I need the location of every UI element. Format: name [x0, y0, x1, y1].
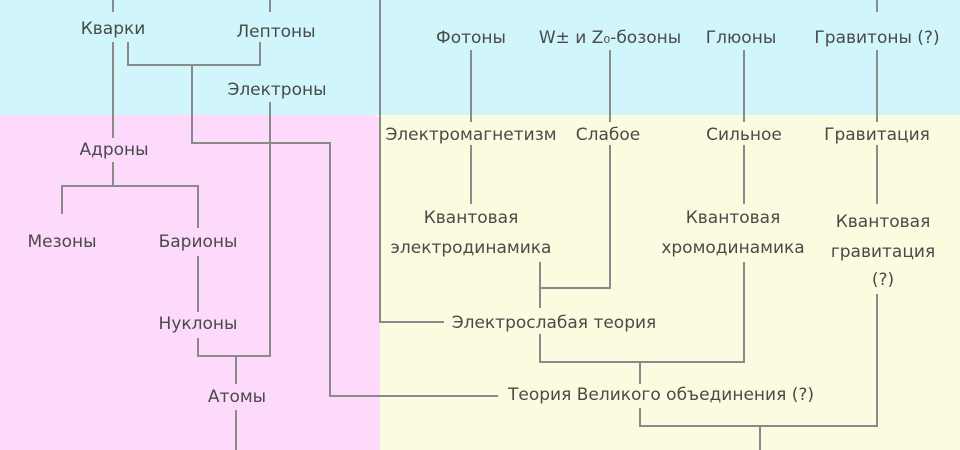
qcd-label-line2: хромодинамика [661, 238, 805, 258]
matter-region [0, 115, 380, 450]
qg-label-line3: (?) [871, 270, 895, 290]
qed-label-line2: электродинамика [390, 238, 552, 258]
gut-qg-bracket [639, 294, 878, 427]
weak-electroweak-link [539, 145, 611, 308]
mesons-label: Мезоны [27, 232, 97, 252]
gravitons-label: Гравитоны (?) [814, 28, 940, 48]
gut-label: Теория Великого объединения (?) [508, 385, 814, 405]
strong-force-label: Сильное [706, 125, 782, 145]
leptons-label: Лептоны [236, 22, 316, 42]
particles-region [0, 0, 960, 115]
electrons-label: Электроны [227, 80, 327, 100]
electroweak-qcd-bracket [539, 262, 745, 363]
w-z-bosons-label: W± и Z₀-бозоны [538, 28, 682, 48]
electroweak-label: Электрослабая теория [451, 313, 657, 333]
hadrons-label: Адроны [79, 140, 149, 160]
photons-label: Фотоны [436, 28, 506, 48]
qcd-label-line1: Квантовая [685, 208, 781, 228]
quarks-label: Кварки [80, 19, 146, 39]
hadrons-split [61, 185, 199, 228]
atoms-label: Атомы [207, 387, 267, 407]
region-divider-electroweak [379, 12, 444, 323]
gluons-label: Глюоны [705, 28, 777, 48]
forces-region [380, 115, 960, 450]
nucleons-label: Нуклоны [158, 314, 238, 334]
baryons-label: Барионы [158, 232, 238, 252]
weak-force-label: Слабое [575, 125, 641, 145]
gravitation-label: Гравитация [824, 125, 930, 145]
quarks-leptons-bracket [127, 42, 261, 66]
electrons-atoms-link [197, 102, 271, 357]
fermions-gut-link [191, 65, 498, 397]
qed-label-line1: Квантовая [423, 208, 519, 228]
electromagnetism-label: Электромагнетизм [385, 125, 557, 145]
qg-label-line1: Квантовая [835, 212, 931, 232]
qg-label-line2: гравитация [830, 242, 936, 262]
